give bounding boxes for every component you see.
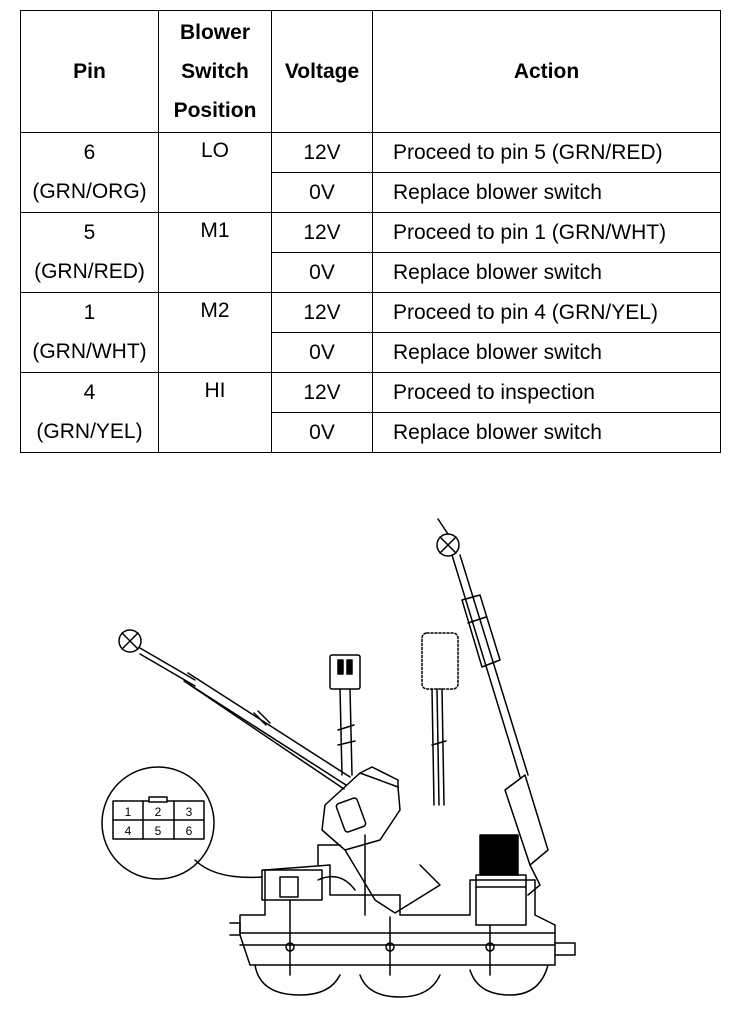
table-row: 0V Replace blower switch (21, 332, 721, 373)
table-row: 0V Replace blower switch (21, 172, 721, 213)
switch-position: M2 (158, 292, 272, 373)
table-row: 0V Replace blower switch (21, 412, 721, 453)
pin-number: 5 (83, 221, 96, 244)
blower-switch-assembly-illustration: 1 2 3 4 5 6 (101, 518, 576, 998)
voltage-cell: 12V (271, 212, 373, 253)
blower-switch-test-table: Pin Blower Switch Position Voltage Actio… (20, 10, 721, 453)
pin-cell: 1 (GRN/WHT) (20, 292, 159, 373)
action-cell: Proceed to pin 5 (GRN/RED) (372, 132, 721, 173)
pin-number: 6 (83, 141, 96, 164)
voltage-cell: 12V (271, 292, 373, 333)
voltage-cell: 0V (271, 332, 373, 373)
pin-wire-color: (GRN/ORG) (32, 180, 147, 203)
control-housing (229, 834, 576, 998)
actuator-motor (475, 834, 527, 926)
pin-cell: 4 (GRN/YEL) (20, 372, 159, 453)
header-position-line-1: Blower (179, 21, 250, 44)
header-pin: Pin (20, 10, 159, 133)
pin-cell: 6 (GRN/ORG) (20, 132, 159, 213)
connector-face-callout (101, 766, 263, 880)
left-cable-lever (321, 766, 441, 914)
header-blower-switch-position: Blower Switch Position (158, 10, 272, 133)
table-row: 5 (GRN/RED) M1 12V Proceed to pin 1 (GRN… (20, 212, 721, 293)
header-action: Action (372, 10, 721, 133)
voltage-cell: 0V (271, 172, 373, 213)
header-position-line-3: Position (173, 99, 257, 122)
table-row: 4 (GRN/YEL) HI 12V Proceed to inspection (20, 372, 721, 453)
voltage-cell: 0V (271, 252, 373, 293)
connector-pin-label: 3 (186, 805, 193, 819)
switch-position: M1 (158, 212, 272, 293)
connector-pin-label: 6 (186, 824, 193, 838)
connector-pin-label: 5 (155, 824, 162, 838)
action-cell: Replace blower switch (372, 172, 721, 213)
pin-wire-color: (GRN/WHT) (32, 340, 147, 363)
header-position-line-2: Switch (181, 60, 249, 83)
right-control-cable (436, 518, 549, 896)
action-cell: Proceed to inspection (372, 372, 721, 413)
table-row: 1 (GRN/WHT) M2 12V Proceed to pin 4 (GRN… (20, 292, 721, 373)
voltage-cell: 12V (271, 132, 373, 173)
header-voltage: Voltage (271, 10, 373, 133)
connector-pin-label: 4 (125, 824, 132, 838)
center-connector (329, 654, 361, 776)
pin-number: 4 (83, 381, 96, 404)
switch-position: HI (158, 372, 272, 453)
action-cell: Replace blower switch (372, 412, 721, 453)
switch-position: LO (158, 132, 272, 213)
action-cell: Replace blower switch (372, 332, 721, 373)
left-control-cable (118, 629, 351, 790)
action-cell: Replace blower switch (372, 252, 721, 293)
connector-pin-label: 1 (125, 805, 132, 819)
action-cell: Proceed to pin 4 (GRN/YEL) (372, 292, 721, 333)
table-row: 6 (GRN/ORG) LO 12V Proceed to pin 5 (GRN… (20, 132, 721, 213)
wrapped-harness (421, 632, 459, 806)
action-cell: Proceed to pin 1 (GRN/WHT) (372, 212, 721, 253)
pin-number: 1 (83, 301, 96, 324)
pin-wire-color: (GRN/YEL) (36, 420, 143, 443)
voltage-cell: 0V (271, 412, 373, 453)
table-row: 0V Replace blower switch (21, 252, 721, 293)
voltage-cell: 12V (271, 372, 373, 413)
pin-cell: 5 (GRN/RED) (20, 212, 159, 293)
connector-pin-label: 2 (155, 805, 162, 819)
pin-wire-color: (GRN/RED) (34, 260, 145, 283)
